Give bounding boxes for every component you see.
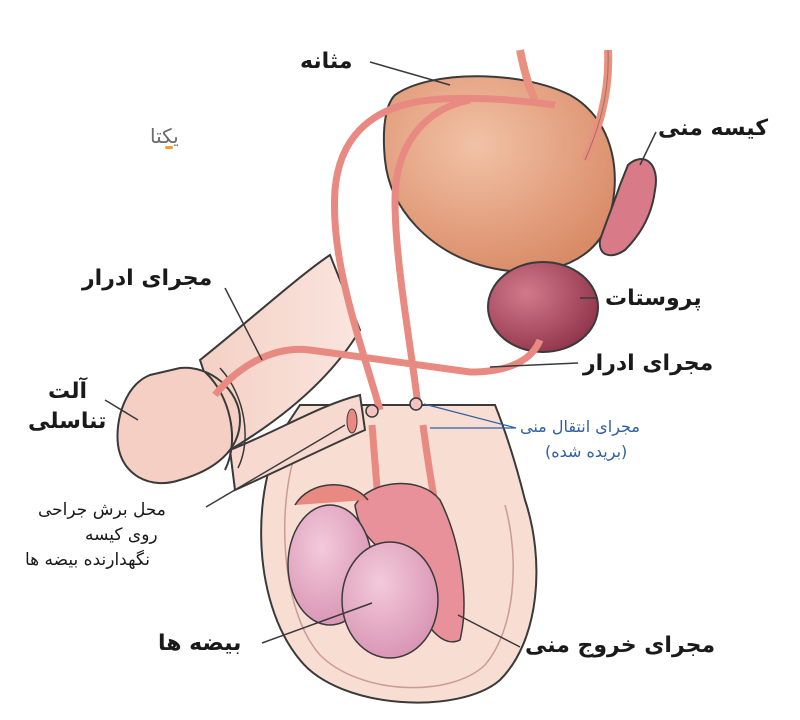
brand-logo: یکتا <box>150 124 179 148</box>
leader-lines <box>104 61 657 648</box>
penis-shaft-lower <box>228 393 367 492</box>
label-bladder: مثانه <box>300 49 353 74</box>
vas-deferens-left <box>330 94 556 411</box>
label-urethra-right: مجرای ادرار <box>583 351 714 376</box>
scrotum-inner <box>284 439 514 689</box>
label-incision-line1: محل برش جراحی <box>38 500 166 520</box>
brand-logo-accent <box>165 146 173 149</box>
vas-cut-end-left <box>365 404 379 418</box>
label-penis-line2: تناسلی <box>28 409 107 434</box>
label-incision-line3: نگهدارنده بیضه ها <box>25 550 151 570</box>
label-urethra-top: مجرای ادرار <box>82 266 213 291</box>
testis-front <box>341 541 439 659</box>
label-vas-deferens-line1: مجرای انتقال منی <box>520 417 640 436</box>
label-epididymis: مجرای خروج منی <box>525 633 716 658</box>
penis-glans <box>116 366 242 485</box>
foreskin-ring <box>204 371 233 471</box>
label-penis-line1: آلت <box>48 379 88 404</box>
seminal-vesicle <box>598 158 657 257</box>
prostate <box>487 261 599 353</box>
label-seminal-vesicle: کیسه منی <box>658 116 769 141</box>
vas-cut-end-right <box>409 397 423 411</box>
label-prostate: پروستات <box>605 286 702 311</box>
vas-deferens-right <box>391 96 471 406</box>
ureter-left <box>516 49 539 102</box>
ureter-right-outline <box>584 49 609 161</box>
bladder <box>382 75 616 273</box>
label-testes: بیضه ها <box>158 631 242 656</box>
testis-back-cap <box>294 484 369 506</box>
urethra-tube <box>212 338 544 398</box>
vas-leader-lines <box>423 403 517 429</box>
label-incision-line2: روی کیسه <box>85 525 158 545</box>
ureter-right <box>581 49 613 162</box>
label-vas-deferens-line2: (بریده شده) <box>545 442 628 461</box>
incision-site <box>346 408 358 434</box>
